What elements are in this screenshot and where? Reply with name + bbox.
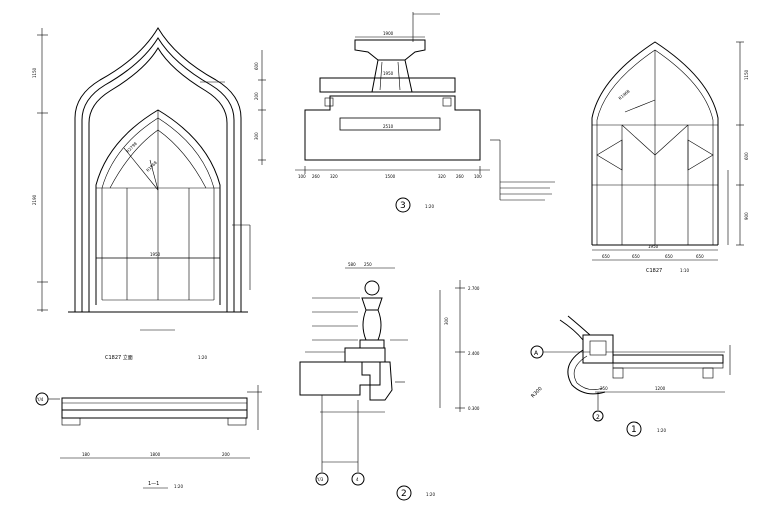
arch-height-main: 2190 [32,194,37,205]
detail2-axis-1: Y/3 [316,477,324,482]
window-height-3: 900 [744,212,749,220]
arch-radius-outer: R2798 [125,141,138,154]
window-seg-1: 650 [602,254,610,259]
plan-end-dim-left: 180 [82,452,90,457]
detail2-elev-top: 2.700 [468,286,480,291]
section-3: 1900 1950 2510 600 200 300 100 260 320 1… [254,12,555,213]
window-seg-3: 650 [665,254,673,259]
section-top-dim: 1900 [383,31,394,36]
detail2-dim-1: 580 [348,262,356,267]
detail1-dim-2: 1200 [655,386,666,391]
arch-elevation: 1150 2190 R2798 R1968 1950 C1827 立面 1:20 [32,27,251,361]
window-elevation: R1968 1150 600 900 1950 650 650 650 650 … [591,41,749,274]
detail1-radius: R300 [530,386,543,399]
section-bottom-dim: 2510 [383,124,394,129]
plan-1-1: Y/4 180 1800 200 1—1 1:20 [35,385,262,489]
detail2-dim-3: 300 [444,317,449,325]
arch-width-dim: 1950 [150,252,161,257]
detail-2-scale: 1:20 [426,492,435,497]
plan-caption: 1—1 [148,481,159,487]
axis-marker-y3 [315,472,329,486]
arch-caption: C1827 立面 [105,354,133,361]
section-seg-4: 1500 [385,174,396,179]
window-scale: 1:10 [680,268,689,273]
section-side-dim-2: 200 [254,92,259,100]
detail-1-number: 1 [631,425,637,435]
detail1-dim-1: 250 [600,386,608,391]
arch-height-top: 1150 [32,67,37,78]
detail-1: A 250 1200 R300 2 1 1:20 [530,315,731,437]
section-seg-2: 260 [312,174,320,179]
section-side-dim-3: 300 [254,132,259,140]
detail1-sub-ref: 2 [596,414,600,421]
window-caption: C1827 [646,268,662,274]
detail-2: 580 250 2.700 2.400 0.300 300 Y [299,262,480,501]
sub-ref-marker [592,410,604,422]
section-seg-5: 320 [438,174,446,179]
section-seg-6: 260 [456,174,464,179]
section-side-dim-1: 600 [254,62,259,70]
detail2-axis-2: 4 [356,477,359,482]
detail-2-number: 2 [401,489,407,499]
section-3-number: 3 [400,201,406,211]
section-seg-1: 100 [298,174,306,179]
plan-length-dim: 1800 [150,452,161,457]
window-seg-2: 650 [632,254,640,259]
window-seg-4: 650 [696,254,704,259]
window-radius: R1968 [617,88,630,100]
window-height-1: 1150 [744,69,749,80]
window-height-2: 600 [744,152,749,160]
window-width: 1950 [648,244,659,249]
detail-1-marker [626,421,642,437]
plan-end-dim-right: 200 [222,452,230,457]
arch-scale: 1:20 [198,355,207,360]
plan-axis: Y/4 [36,397,44,402]
detail-1-scale: 1:20 [657,428,666,433]
section-seg-7: 100 [474,174,482,179]
detail2-elev-mid: 2.400 [468,351,480,356]
detail-2-marker [396,485,412,501]
detail2-dim-2: 250 [364,262,372,267]
detail2-elev-low: 0.300 [468,406,480,411]
arch-radius-inner: R1968 [145,160,158,173]
detail1-axis: A [534,350,539,357]
axis-marker-4 [351,472,365,486]
section-3-marker [395,197,411,213]
section-seg-3: 320 [330,174,338,179]
plan-scale: 1:20 [174,484,183,489]
section-mid-dim: 1950 [383,71,394,76]
section-3-scale: 1:20 [425,204,434,209]
